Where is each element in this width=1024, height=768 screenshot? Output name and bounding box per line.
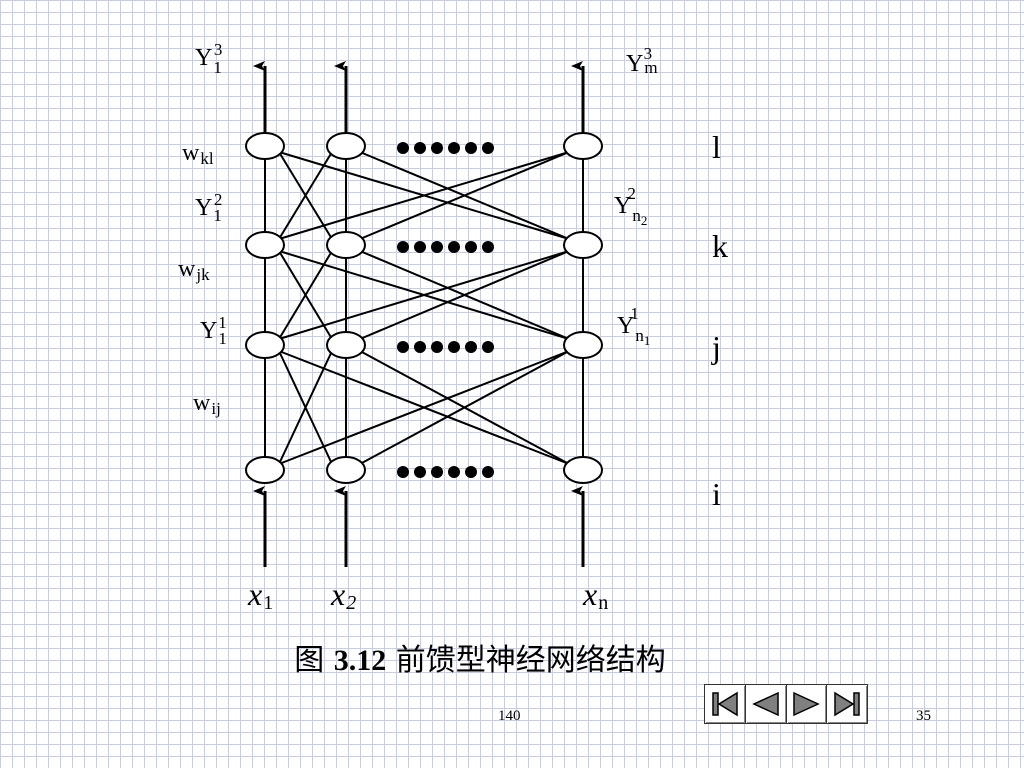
ellipsis-dot [431,341,443,353]
neuron-j-2 [326,331,366,359]
previous-icon [751,691,779,717]
neuron-i-1 [245,456,285,484]
ellipsis-dot [482,241,494,253]
ellipsis-dot [414,466,426,478]
next-slide-button[interactable] [786,685,828,723]
output-label-last: Ym3 [626,44,658,77]
ellipsis-dot [397,241,409,253]
edge-k3-j2 [359,250,570,340]
ellipsis-dot [397,142,409,154]
neuron-k-1 [245,231,285,259]
ellipsis-row-j [397,341,494,353]
first-slide-button[interactable] [705,685,746,723]
ellipsis-row-k [397,241,494,253]
edge-j2-i1 [278,350,333,465]
ellipsis-dot [482,466,494,478]
ellipsis-row-i [397,466,494,478]
ellipsis-dot [414,341,426,353]
edge-l3-k1 [278,151,570,240]
layer-label-i: i [712,476,721,512]
ellipsis-dot [448,142,460,154]
neuron-nodes [245,132,603,484]
layer-label-k: k [712,228,728,264]
signal-arrows [253,61,585,567]
last-slide-button[interactable] [827,685,867,723]
caption-prefix: 图 [294,643,334,678]
edge-k2-j1 [278,250,333,340]
center-page-number: 140 [498,708,521,724]
weight-label-kl: wkl [182,140,214,168]
neuron-l-2 [326,132,366,160]
input-label-xn: xn [582,576,608,614]
ellipsis-row-l [397,142,494,154]
ellipsis-dot [448,466,460,478]
layer-label-j: j [711,329,721,365]
edge-l3-k2 [359,151,570,240]
edge-j3-i2 [359,350,570,465]
ellipsis-dot [431,466,443,478]
slide-number: 35 [916,708,931,724]
ellipsis-dot [414,241,426,253]
ellipsis-dot [465,466,477,478]
edge-k3-j1 [278,250,570,340]
neuron-i-2 [326,456,366,484]
neuron-l-3 [563,132,603,160]
ellipsis-dot [431,142,443,154]
output-label-first: Y13 [195,40,222,77]
layer-label-l: l [712,129,721,165]
neuron-k-2 [326,231,366,259]
skip-to-first-icon [712,691,738,717]
neuron-i-3 [563,456,603,484]
figure-caption: 图 3.12 前馈型神经网络结构 [0,635,960,679]
neuron-k-3 [563,231,603,259]
neuron-j-3 [563,331,603,359]
ellipsis-dot [431,241,443,253]
node-label-yn2-layer2: Yn22 [614,184,647,228]
node-label-yn1-layer1: Yn11 [617,304,650,348]
caption-title: 前馈型神经网络结构 [386,643,666,678]
edge-l2-k1 [278,151,333,240]
weight-label-jk: wjk [178,256,210,284]
ellipsis-dot [397,466,409,478]
slide-navigation [704,684,868,724]
feedforward-network-diagram: Y13 Ym3 wkl wjk wij Y12 Yn22 Y11 Yn11 l … [178,40,728,614]
input-label-x1: x1 [247,576,273,614]
weight-label-ij: wij [193,390,221,418]
skip-to-last-icon [834,691,860,717]
input-label-x2: x2 [330,576,356,614]
next-icon [793,691,821,717]
ellipsis-dot [448,241,460,253]
neuron-j-1 [245,331,285,359]
ellipsis-dot [465,142,477,154]
node-label-y1-layer1: Y11 [200,313,227,348]
ellipsis-dot [465,341,477,353]
ellipsis-markers [397,142,494,478]
ellipsis-dot [465,241,477,253]
neuron-l-1 [245,132,285,160]
ellipsis-dot [482,142,494,154]
ellipsis-dot [482,341,494,353]
node-label-y1-layer2: Y12 [195,190,222,225]
previous-slide-button[interactable] [745,685,787,723]
connection-lines [264,146,584,470]
ellipsis-dot [397,341,409,353]
ellipsis-dot [414,142,426,154]
caption-number: 3.12 [333,644,387,677]
ellipsis-dot [448,341,460,353]
edge-j3-i1 [278,350,570,465]
